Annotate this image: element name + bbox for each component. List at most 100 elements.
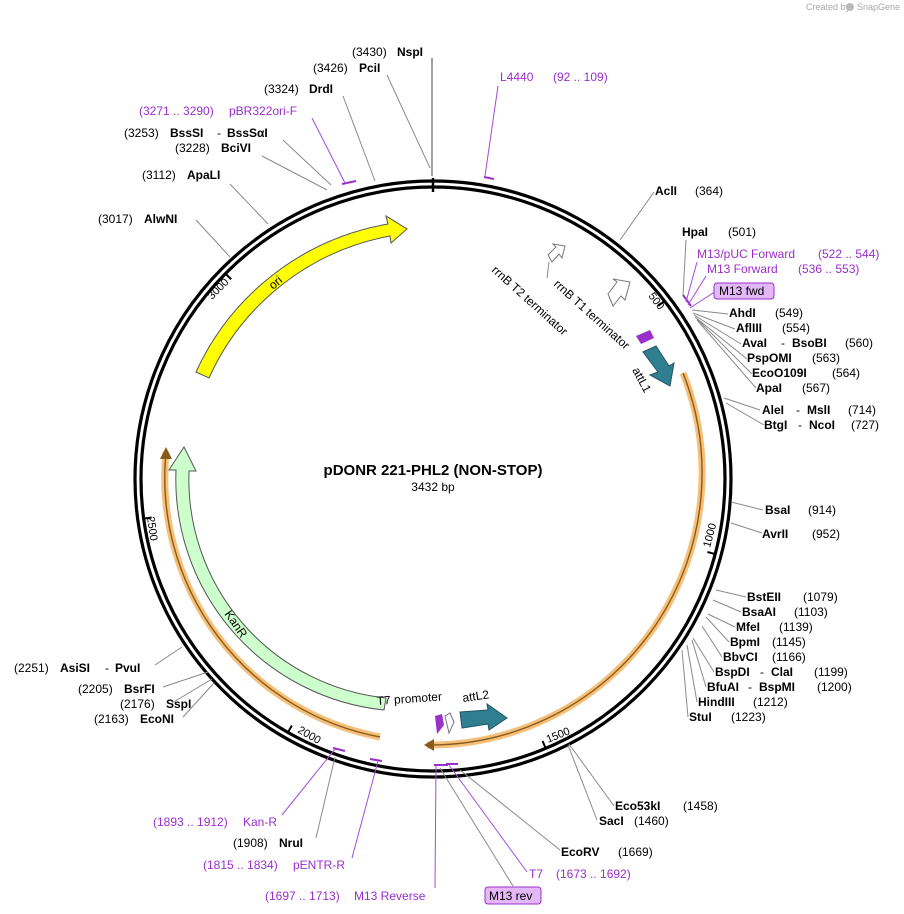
enzyme-pos-apali: (3112) xyxy=(142,168,176,182)
enzyme-bsai[interactable]: BsaI xyxy=(765,503,790,517)
enzyme-stui[interactable]: StuI xyxy=(689,710,712,724)
enzyme-afliii[interactable]: AflIII xyxy=(736,321,762,335)
enzyme-asisi[interactable]: AsiSI xyxy=(60,661,90,675)
enzyme-clai[interactable]: ClaI xyxy=(771,665,793,679)
enzyme-pos-avai: (560) xyxy=(845,336,873,350)
enzyme-bsssi[interactable]: BssSI xyxy=(170,126,203,140)
primer-m13-forward[interactable]: M13 Forward xyxy=(707,262,778,276)
enzyme-bspdi[interactable]: BspDI xyxy=(715,665,750,679)
enzyme-bsteii[interactable]: BstEII xyxy=(747,590,781,604)
enzyme-drdi[interactable]: DrdI xyxy=(309,82,333,96)
primer-range-t7: (1673 .. 1692) xyxy=(556,867,631,881)
enzyme-bcivi[interactable]: BciVI xyxy=(221,141,251,155)
kanr-feature[interactable] xyxy=(168,445,387,711)
attL1-feature[interactable] xyxy=(642,345,675,387)
enzyme-apai[interactable]: ApaI xyxy=(756,381,782,395)
enzyme-btgi[interactable]: BtgI xyxy=(764,418,787,432)
pbr322ori-f-binding-mark xyxy=(341,180,357,185)
kan-r-leader xyxy=(281,748,336,816)
m13-puc-forward-leader xyxy=(685,261,698,303)
enzyme-alei[interactable]: AleI xyxy=(762,403,784,417)
enzyme-pos-apai: (567) xyxy=(802,381,830,395)
primer-kan-r[interactable]: Kan-R xyxy=(243,815,277,829)
bfuai-leader xyxy=(691,639,707,688)
enzyme-msli[interactable]: MslI xyxy=(807,403,830,417)
pcii-leader xyxy=(386,74,431,169)
bbvci-leader xyxy=(701,625,723,658)
primer-l4440[interactable]: L4440 xyxy=(500,70,534,84)
bcivi-leader xyxy=(261,155,328,191)
enzyme-ncoi[interactable]: NcoI xyxy=(809,418,835,432)
enzyme-pcii[interactable]: PciI xyxy=(359,61,380,75)
econi-leader xyxy=(182,682,215,718)
enzyme-bsobi[interactable]: BsoBI xyxy=(792,336,827,350)
enzyme-ecoo109i[interactable]: EcoO109I xyxy=(752,366,807,380)
attL2-feature[interactable] xyxy=(459,702,508,731)
m13-fwd-leader xyxy=(689,290,717,309)
primer-t7[interactable]: T7 xyxy=(529,867,543,881)
enzyme-bsssai[interactable]: BssSαI xyxy=(227,126,268,140)
enzyme-hindiii[interactable]: HindIII xyxy=(698,695,735,709)
enzyme-ecorv[interactable]: EcoRV xyxy=(561,845,599,859)
enzyme-bspmi[interactable]: BspMI xyxy=(759,680,795,694)
primer-pbr322ori-f[interactable]: pBR322ori-F xyxy=(229,104,297,118)
primer-range-kan-r: (1893 .. 1912) xyxy=(153,815,228,829)
enzyme-pos-nspi: (3430) xyxy=(352,45,387,59)
primer-m13-rev[interactable]: M13 rev xyxy=(489,889,532,903)
m13-rev-box xyxy=(484,886,542,905)
enzyme-ahdi[interactable]: AhdI xyxy=(729,306,756,320)
enzyme-apali[interactable]: ApaLI xyxy=(187,168,220,182)
credit-text: Created by xyxy=(806,2,851,12)
enzyme-bbvci[interactable]: BbvCI xyxy=(723,650,758,664)
rrnb-t2-terminator-feature[interactable] xyxy=(547,243,566,263)
enzyme-sspi[interactable]: SspI xyxy=(166,697,191,711)
enzyme-pos-hindiii: (1212) xyxy=(753,695,788,709)
enzyme-avai[interactable]: AvaI xyxy=(742,336,767,350)
enzyme-eco53ki[interactable]: Eco53kI xyxy=(615,799,660,813)
enzyme-pos-avrii: (952) xyxy=(812,527,840,541)
enzyme-acli[interactable]: AclI xyxy=(655,184,677,198)
primer-m13-puc-forward[interactable]: M13/pUC Forward xyxy=(697,247,795,261)
plasmid-length: 3432 bp xyxy=(411,480,455,494)
enzyme-saci[interactable]: SacI xyxy=(599,814,624,828)
saci-leader xyxy=(567,744,598,821)
ecorv-leader xyxy=(459,769,561,851)
enzyme-pos-saci: (1460) xyxy=(634,814,669,828)
attL1-overlay-arrowhead xyxy=(424,739,434,751)
enzyme-hpai[interactable]: HpaI xyxy=(682,225,708,239)
enzyme-alwni[interactable]: AlwNI xyxy=(144,212,177,226)
aflii-leader xyxy=(692,312,736,330)
tick-marks xyxy=(143,272,716,749)
bsaai-leader xyxy=(712,599,742,613)
primer-range-m13-reverse: (1697 .. 1713) xyxy=(265,889,340,903)
enzyme-pos-afliii: (554) xyxy=(782,321,810,335)
ori-feature[interactable] xyxy=(195,214,408,379)
enzyme-mfei[interactable]: MfeI xyxy=(736,620,760,634)
nrui-leader xyxy=(315,756,336,839)
enzyme-bpmi[interactable]: BpmI xyxy=(730,635,760,649)
stui-leader xyxy=(681,649,689,718)
primer-range-pentr-r: (1815 .. 1834) xyxy=(203,858,278,872)
enzyme-pvui[interactable]: PvuI xyxy=(115,661,140,675)
enzyme-nspi[interactable]: NspI xyxy=(397,45,423,59)
m13-reverse-leader xyxy=(434,765,437,889)
enzyme-dash-bfuai: - xyxy=(748,680,752,694)
primer-m13-reverse[interactable]: M13 Reverse xyxy=(354,889,426,903)
enzyme-avrii[interactable]: AvrII xyxy=(762,527,788,541)
tick-label-2500: 2500 xyxy=(144,516,159,542)
t7-promoter-label: T7 promoter xyxy=(376,689,442,708)
tick-500 xyxy=(657,300,666,307)
enzyme-pspomi[interactable]: PspOMI xyxy=(747,351,792,365)
rrnb-t1-terminator-feature[interactable] xyxy=(607,278,631,307)
primer-m13-fwd[interactable]: M13 fwd xyxy=(719,284,764,298)
enzyme-nrui[interactable]: NruI xyxy=(279,836,303,850)
drdi-leader xyxy=(342,95,376,182)
primer-pentr-r[interactable]: pENTR-R xyxy=(293,858,345,872)
avai-leader xyxy=(693,314,742,345)
t7-promoter-feature[interactable] xyxy=(444,712,455,735)
enzyme-econi[interactable]: EcoNI xyxy=(140,712,174,726)
enzyme-bfuai[interactable]: BfuAI xyxy=(707,680,739,694)
enzyme-bsrfi[interactable]: BsrFI xyxy=(124,682,155,696)
enzyme-bsaai[interactable]: BsaAI xyxy=(742,605,776,619)
bspdi-leader xyxy=(692,637,715,673)
